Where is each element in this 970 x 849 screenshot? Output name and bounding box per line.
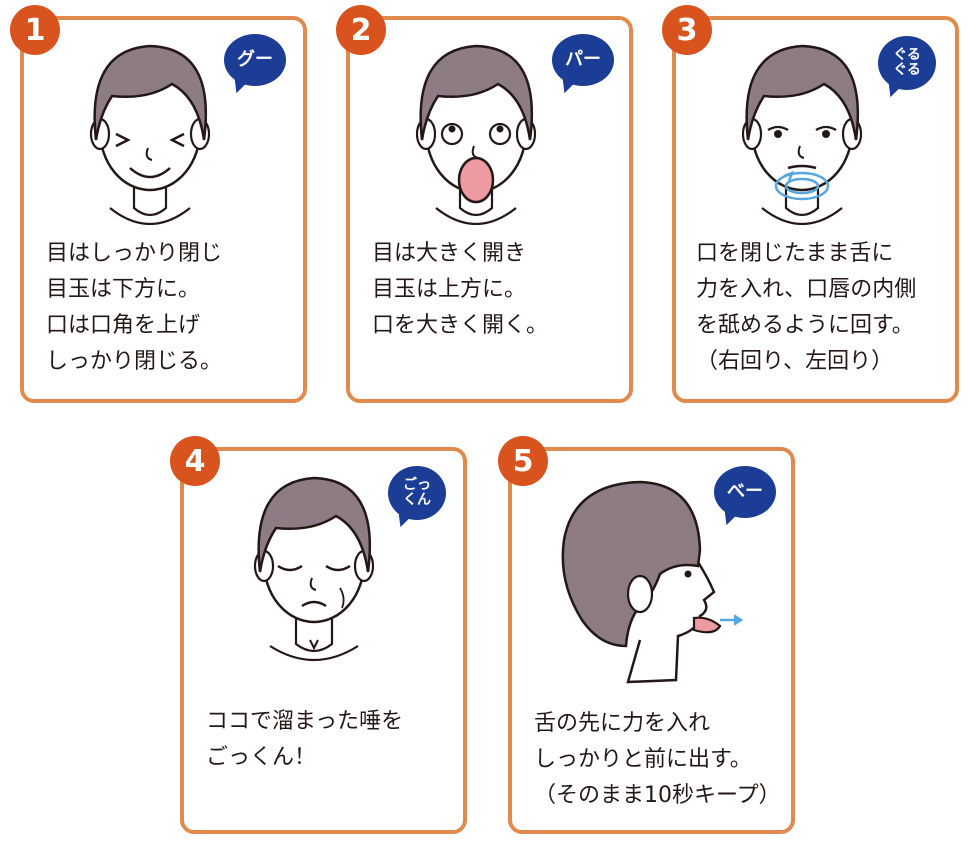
face-swallowing-icon [253,476,375,662]
description-line: 目玉は下方に。 [46,277,201,302]
description-line: ごっくん！ [206,745,317,770]
speech-bubble-2: パー [552,34,614,86]
description-line: ココで溜まった唾を [206,709,404,734]
side-face-tongue-out-icon [561,480,744,684]
description-line: （右回り、左回り） [696,349,894,374]
speech-bubble-4: ごっ くん [388,466,446,520]
speech-bubble-label: ごっ くん [403,477,431,508]
description-line: 口を閉じたまま舌に [696,241,894,266]
smiling-face-eyes-closed-icon [89,44,211,225]
speech-bubble-label: ぐる ぐる [893,47,921,78]
speech-bubble-label: グー [237,48,273,70]
speech-bubble-5: べー [714,466,776,518]
description-line: 目はしっかり閉じ [46,241,223,266]
speech-bubble-1: グー [224,34,286,86]
step-description-1: 目はしっかり閉じ 目玉は下方に。 口は口角を上げ しっかり閉じる。 [46,236,222,380]
step-number-4: 4 [170,436,220,486]
face-tongue-circling-icon [741,44,863,225]
description-line: （そのまま10秒キープ） [534,783,781,808]
speech-bubble-label: パー [565,48,601,70]
step-description-5: 舌の先に力を入れ しっかりと前に出す。 （そのまま10秒キープ） [534,706,781,814]
step-number-5: 5 [498,436,548,486]
speech-bubble-3: ぐる ぐる [878,36,936,90]
step-number-2: 2 [336,5,386,55]
step-description-4: ココで溜まった唾を ごっくん！ [206,704,403,776]
description-line: 目は大きく開き [372,241,527,266]
description-line: 力を入れ、口唇の内側 [696,277,917,302]
description-line: しっかり閉じる。 [46,349,223,374]
step-description-3: 口を閉じたまま舌に 力を入れ、口唇の内側 を舐めるように回す。 （右回り、左回り… [696,236,916,380]
description-line: 舌の先に力を入れ [534,711,711,736]
description-line: 口を大きく開く。 [372,313,549,338]
speech-bubble-label: べー [727,480,763,502]
description-line: しっかりと前に出す。 [534,747,752,772]
step-number-1: 1 [10,5,60,55]
face-mouth-wide-open-icon [415,44,537,225]
description-line: 目玉は上方に。 [372,277,527,302]
step-description-2: 目は大きく開き 目玉は上方に。 口を大きく開く。 [372,236,548,344]
description-line: を舐めるように回す。 [696,313,914,338]
step-number-3: 3 [662,5,712,55]
description-line: 口は口角を上げ [46,313,201,338]
